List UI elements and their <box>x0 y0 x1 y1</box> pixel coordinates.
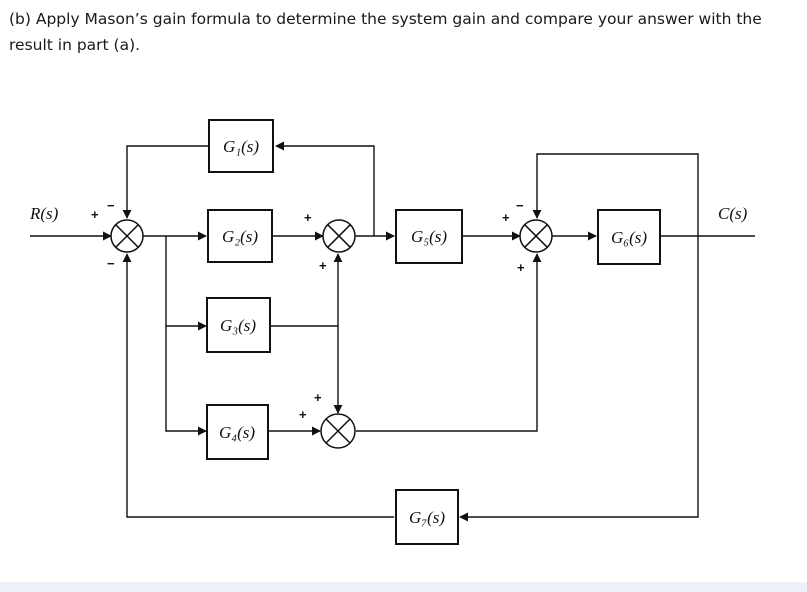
bottom-band <box>0 582 807 592</box>
sign-s4-left: + <box>299 407 307 422</box>
wire-g1-loop-out <box>122 145 208 219</box>
summing-junction-4 <box>320 413 356 449</box>
sign-s2-bottom: + <box>319 258 327 273</box>
sign-s1-left: + <box>91 207 99 222</box>
block-g4 <box>206 404 269 460</box>
block-g6-label: G₆(s) <box>611 228 647 247</box>
input-label: R(s) <box>29 204 59 223</box>
wire-outer-loop <box>532 153 699 236</box>
sign-s2-left: + <box>304 210 312 225</box>
block-g1-label: G₁(s) <box>223 137 259 156</box>
block-g5-label: G₅(s) <box>411 227 447 246</box>
summing-junction-1 <box>110 219 144 253</box>
sign-s4-top: + <box>314 390 322 405</box>
wire-g7-out <box>122 253 394 518</box>
block-g2 <box>207 209 273 263</box>
sign-s1-top: − <box>107 198 115 213</box>
block-g4-label: G₄(s) <box>219 423 255 442</box>
block-g3 <box>206 297 271 353</box>
wire-g1-loop-in <box>275 141 375 236</box>
block-g6 <box>597 209 661 265</box>
sign-s3-bottom: + <box>517 260 525 275</box>
summing-junction-3 <box>519 219 553 253</box>
wire-branch-g4 <box>165 326 207 436</box>
sign-s3-top: − <box>516 198 524 213</box>
block-g5 <box>395 209 463 264</box>
block-g7-label: G₇(s) <box>409 508 445 527</box>
summing-junction-2 <box>322 219 356 253</box>
block-g2-label: G₂(s) <box>222 227 258 246</box>
wire-s4-s3 <box>356 253 542 432</box>
sign-s1-bottom: − <box>107 256 115 271</box>
block-g7 <box>395 489 459 545</box>
wire-branch-g3 <box>165 236 207 331</box>
wire-g7-in <box>459 236 699 522</box>
sign-s3-left: + <box>502 210 510 225</box>
output-label: C(s) <box>718 204 748 223</box>
block-g1 <box>208 119 274 173</box>
block-g3-label: G₃(s) <box>220 316 256 335</box>
question-text: (b) Apply Mason’s gain formula to determ… <box>9 10 762 54</box>
